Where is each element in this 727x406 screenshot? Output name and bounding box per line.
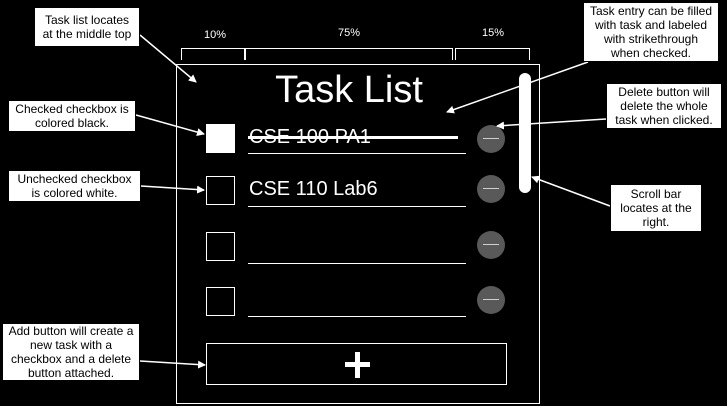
task-checkbox-unchecked[interactable] [206,176,235,205]
scroll-bar[interactable] [519,73,531,193]
column-width-left-label: 10% [203,29,227,41]
annotation-unchecked-checkbox: Unchecked checkbox is colored white. [8,170,141,202]
annotation-add-button: Add button will create a new task with a… [2,323,140,381]
strikethrough-line [248,136,458,139]
task-list-title: Task List [275,69,423,111]
task-checkbox-checked[interactable] [206,124,235,153]
task-checkbox-unchecked[interactable] [206,232,235,261]
task-entry-underline [248,316,466,317]
task-entry-text[interactable]: CSE 110 Lab6 [249,178,378,200]
task-entry-underline [248,206,466,207]
task-entry-underline [248,153,466,154]
annotation-checked-checkbox: Checked checkbox is colored black. [8,100,136,132]
delete-task-button[interactable] [477,175,505,203]
task-checkbox-unchecked[interactable] [206,287,235,316]
delete-task-button[interactable] [477,286,505,314]
column-width-middle-label: 75% [337,27,361,39]
annotation-scroll-bar: Scroll bar locates at the right. [610,184,702,232]
task-entry-underline [248,263,466,264]
plus-icon [345,352,370,378]
task-list-panel [176,64,540,404]
column-bracket-left [181,48,245,60]
annotation-delete-button: Delete button will delete the whole task… [606,83,722,129]
delete-task-button[interactable] [477,231,505,259]
column-width-right-label: 15% [481,27,505,39]
column-bracket-middle [245,48,453,60]
add-task-button[interactable] [206,343,507,385]
annotation-entry: Task entry can be filled with task and l… [583,2,719,62]
annotation-title-position: Task list locates at the middle top [34,7,140,47]
column-bracket-right [455,48,530,60]
delete-task-button[interactable] [477,125,505,153]
